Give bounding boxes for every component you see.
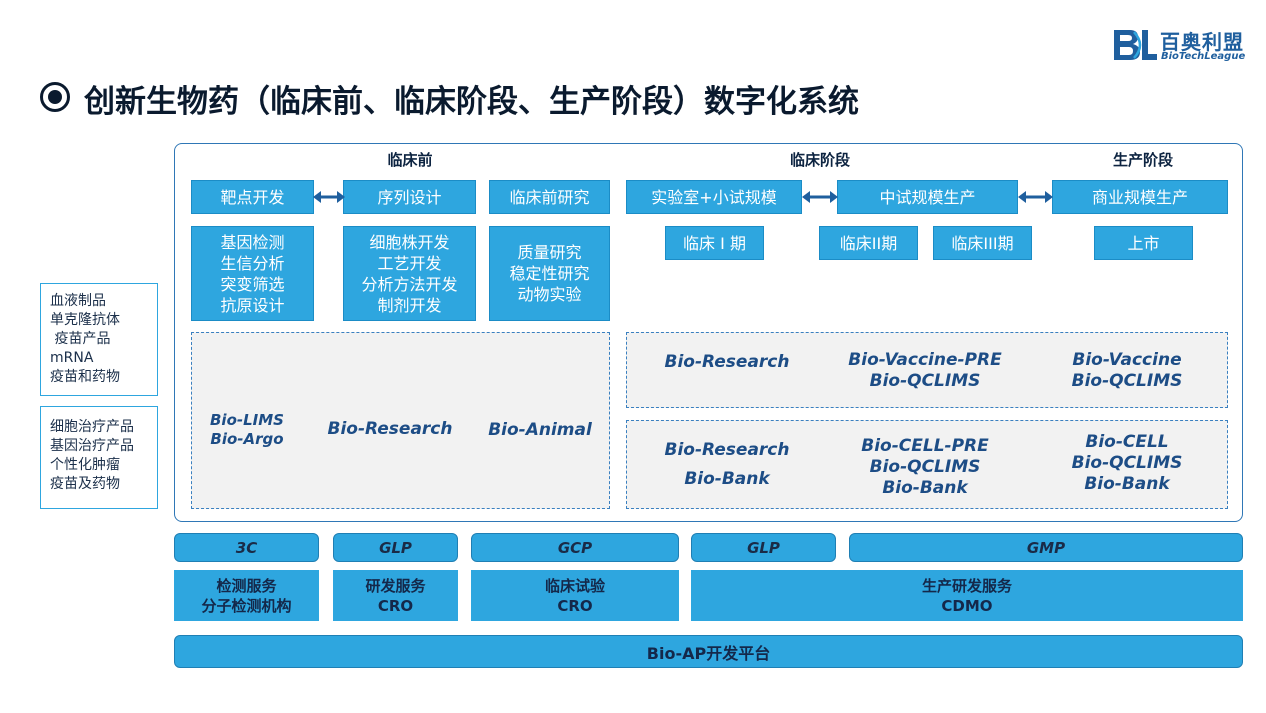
category-item: 细胞治疗产品 [50,419,134,435]
standard-gmp: GMP [849,533,1243,562]
product-label: Bio-CELL [1085,432,1169,452]
product-bio-research: Bio-Research [664,352,790,372]
clinical-products-panel-top [626,332,1228,408]
product-label: Bio-QCLIMS [1071,453,1183,473]
product-bio-research: Bio-Research [327,419,453,439]
clinical-phase-2-box: 临床II期 [819,226,918,260]
preclinical-research-box: 临床前研究 [489,180,610,214]
target-detail-box: 基因检测 生信分析 突变筛选 抗原设计 [191,226,314,321]
standard-glp: GLP [691,533,836,562]
product-label: Bio-Vaccine-PRE [848,350,1002,370]
service-testing: 检测服务 分子检测机构 [174,570,319,621]
detail-line: 基因检测 [220,232,285,252]
biotechleague-logo-icon [1114,30,1157,60]
product-bio-vaccine: Bio-Vaccine Bio-QCLIMS [1062,350,1192,392]
service-line: 检测服务 [216,576,277,595]
page-title: 创新生物药（临床前、临床阶段、生产阶段）数字化系统 [84,84,859,120]
service-line: CRO [557,596,593,615]
logo-english-name: BioTechLeague [1161,51,1246,62]
category-item: 单克隆抗体 [50,312,120,328]
detail-line: 质量研究 [517,243,582,262]
category-item: 基因治疗产品 [50,438,134,454]
service-cdmo: 生产研发服务 CDMO [691,570,1243,621]
product-bio-animal: Bio-Animal [488,420,592,440]
phase-production: 生产阶段 [1112,151,1173,169]
standard-3c: 3C [174,533,319,562]
service-line: CDMO [941,596,993,615]
product-label: Bio-QCLIMS [869,371,981,391]
detail-line: 抗原设计 [220,295,285,315]
product-label: Bio-Argo [210,430,284,448]
detail-line: 动物实验 [517,285,582,304]
product-category-box-1: 血液制品 单克隆抗体 疫苗产品 mRNA 疫苗和药物 [40,283,158,396]
sequence-design-box: 序列设计 [343,180,476,214]
category-item: mRNA [50,350,94,366]
service-line: 研发服务 [365,576,426,595]
product-category-box-2: 细胞治疗产品 基因治疗产品 个性化肿瘤 疫苗及药物 [40,406,158,509]
category-item: 疫苗和药物 [50,369,120,385]
product-bio-cell: Bio-CELL Bio-QCLIMS Bio-Bank [1062,432,1192,495]
service-clinical-cro: 临床试验 CRO [471,570,679,621]
product-label: Bio-Vaccine [1072,350,1182,370]
clinical-phase-3-box: 临床III期 [933,226,1032,260]
double-arrow-icon [1018,191,1053,203]
market-launch-box: 上市 [1094,226,1193,260]
service-rd-cro: 研发服务 CRO [333,570,458,621]
detail-line: 生信分析 [220,253,285,273]
research-detail-box: 质量研究 稳定性研究 动物实验 [489,226,610,321]
title-bullet-icon [40,82,70,112]
category-item: 疫苗及药物 [50,476,120,492]
product-label: Bio-QCLIMS [1071,371,1183,391]
commercial-scale-box: 商业规模生产 [1052,180,1228,214]
pilot-scale-box: 中试规模生产 [837,180,1018,214]
service-line: 分子检测机构 [201,596,292,615]
product-bio-research-bank: Bio-Research Bio-Bank [657,436,797,494]
double-arrow-icon [313,191,345,203]
double-arrow-icon [802,191,838,203]
detail-line: 稳定性研究 [509,264,590,283]
service-line: CRO [377,596,414,615]
logo-chinese-name: 百奥利盟 [1160,30,1244,54]
category-item: 疫苗产品 [50,331,111,347]
lab-scale-box: 实验室+小试规模 [626,180,802,214]
phase-clinical: 临床阶段 [789,151,850,169]
product-label: Bio-LIMS [210,411,284,429]
product-label: Bio-Research [664,440,790,460]
detail-line: 工艺开发 [377,253,442,273]
product-label: Bio-Bank [1084,474,1170,494]
phase-preclinical: 临床前 [387,151,433,169]
sequence-detail-box: 细胞株开发 工艺开发 分析方法开发 制剂开发 [343,226,476,321]
detail-line: 细胞株开发 [369,232,450,252]
clinical-products-panel-bottom [626,420,1228,509]
workflow-frame [174,143,1243,522]
product-label: Bio-Bank [882,478,968,498]
service-line: 生产研发服务 [921,576,1012,595]
product-bio-vaccine-pre: Bio-Vaccine-PRE Bio-QCLIMS [840,350,1010,392]
service-line: 临床试验 [544,576,605,595]
detail-line: 制剂开发 [377,295,442,315]
detail-line: 突变筛选 [220,274,285,294]
clinical-phase-1-box: 临床 I 期 [665,226,764,260]
standard-gcp: GCP [471,533,679,562]
bio-ap-platform-bar: Bio-AP开发平台 [174,635,1243,668]
detail-line: 分析方法开发 [361,274,458,294]
preclinical-products-panel [191,332,610,509]
product-label: Bio-CELL-PRE [861,436,989,456]
product-label: Bio-QCLIMS [869,457,981,477]
target-development-box: 靶点开发 [191,180,314,214]
product-bio-lims-argo: Bio-LIMS Bio-Argo [197,411,297,449]
category-item: 血液制品 [50,293,106,309]
standard-glp: GLP [333,533,458,562]
product-bio-cell-pre: Bio-CELL-PRE Bio-QCLIMS Bio-Bank [855,436,995,499]
category-item: 个性化肿瘤 [50,457,120,473]
product-label: Bio-Bank [684,469,770,489]
